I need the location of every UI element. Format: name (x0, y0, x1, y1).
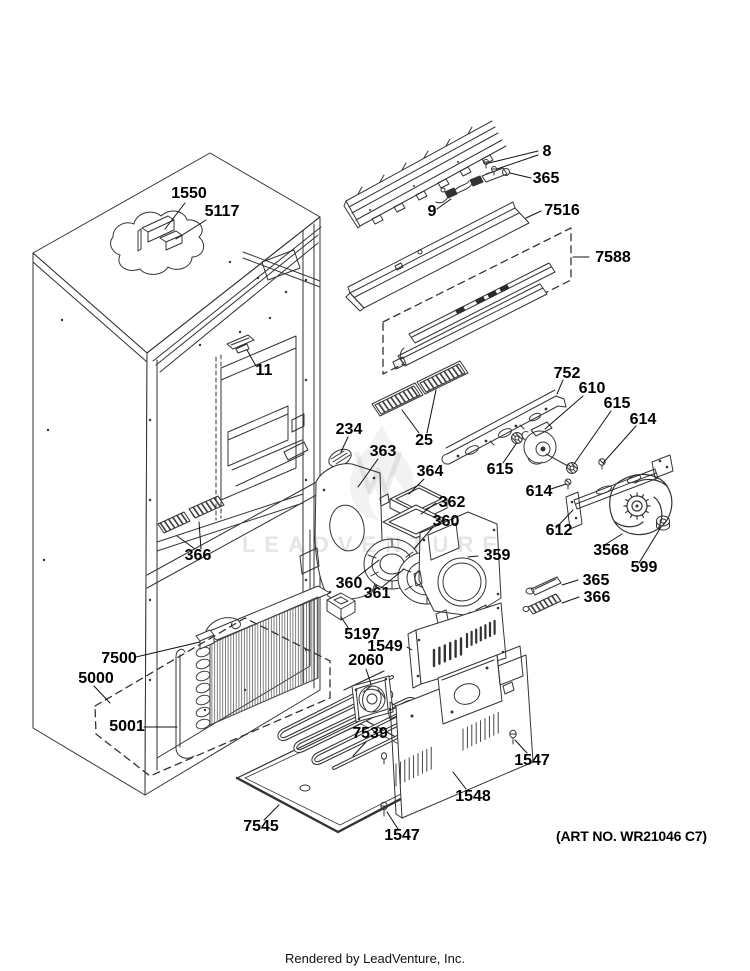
fan-2060-drawing (351, 675, 401, 723)
part-label-365-26: 365 (582, 572, 610, 589)
part-label-366-27: 366 (583, 589, 611, 606)
part-label-361-25: 361 (363, 585, 391, 602)
nut-599-drawing (656, 515, 670, 531)
part-label-5197-29: 5197 (344, 626, 380, 643)
screws-614-drawing (564, 458, 606, 490)
part-label-599-23: 599 (630, 559, 658, 576)
footer-credit: Rendered by LeadVenture, Inc. (285, 951, 465, 966)
part-label-234-12: 234 (335, 421, 363, 438)
part-label-7539-35: 7539 (352, 725, 388, 742)
part-label-5001-34: 5001 (109, 718, 145, 735)
part-label-615-16: 615 (486, 461, 514, 478)
part-label-5000-33: 5000 (78, 670, 114, 687)
bracket-612-drawing (565, 454, 674, 530)
part-label-360-24: 360 (335, 575, 363, 592)
part-label-1550-0: 1550 (171, 185, 207, 202)
part-label-25-14: 25 (415, 432, 433, 449)
part-label-3568-22: 3568 (593, 542, 629, 559)
fan-motor-610-drawing (521, 421, 569, 467)
clips-365-366-right-drawing (522, 576, 562, 615)
part-label-364-15: 364 (416, 463, 444, 480)
part-label-8-2: 8 (542, 143, 552, 160)
panel-7516-drawing (345, 201, 530, 312)
part-label-1548-37: 1548 (455, 788, 491, 805)
part-label-2060-32: 2060 (348, 652, 384, 669)
part-label-7545-38: 7545 (243, 818, 279, 835)
panel-1548-drawing (389, 645, 534, 819)
part-label-9-4: 9 (427, 203, 437, 220)
relay-5197-drawing (326, 592, 356, 621)
screws-1547-drawing (380, 729, 517, 817)
part-label-366-28: 366 (184, 547, 212, 564)
clip-365-top-drawing (481, 167, 510, 183)
part-label-359-21: 359 (483, 547, 511, 564)
leader-lines (93, 150, 662, 830)
part-label-362-17: 362 (438, 494, 466, 511)
part-label-612-20: 612 (545, 522, 573, 539)
part-label-610-9: 610 (578, 380, 606, 397)
part-label-752-8: 752 (553, 365, 581, 382)
grommets-615-drawing (511, 432, 578, 474)
heater-7539-drawing (277, 670, 440, 770)
evaporator-5000-drawing (94, 585, 331, 777)
part-label-615-10: 615 (603, 395, 631, 412)
part-label-1547-39: 1547 (384, 827, 420, 844)
part-label-7516-5: 7516 (544, 202, 580, 219)
part-label-365-3: 365 (532, 170, 560, 187)
part-label-614-18: 614 (525, 483, 553, 500)
part-label-5117-1: 5117 (204, 203, 240, 220)
harness-9-drawing (435, 175, 484, 204)
housing-359-drawing (413, 511, 502, 629)
part-label-1549-30: 1549 (367, 638, 403, 655)
part-label-1547-36: 1547 (514, 752, 550, 769)
top-rail-drawing (343, 120, 507, 229)
grille-25-drawing (371, 360, 469, 417)
art-number: (ART NO. WR21046 C7) (556, 828, 707, 844)
part-label-363-13: 363 (369, 443, 397, 460)
bracket-752-drawing (441, 389, 567, 465)
part-label-7588-6: 7588 (595, 249, 631, 266)
part-label-360-19: 360 (432, 513, 460, 530)
control-panel-7588-drawing (382, 227, 572, 375)
part-label-614-11: 614 (629, 411, 657, 428)
part-label-11-7: 11 (255, 362, 273, 379)
part-label-7500-31: 7500 (101, 650, 137, 667)
